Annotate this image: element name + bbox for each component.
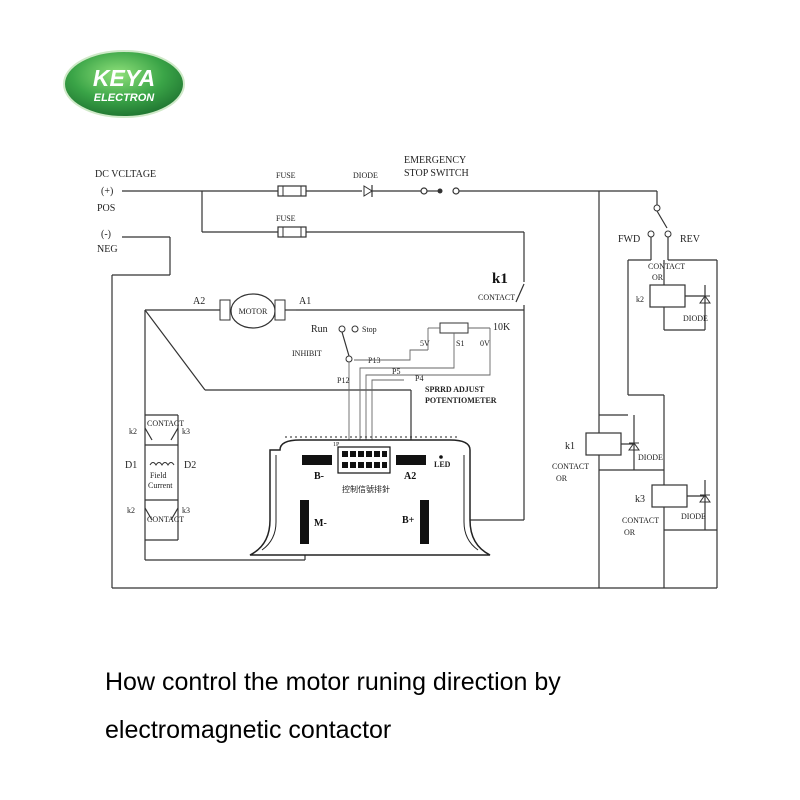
potentiometer-label: POTENTIOMETER [425,396,497,405]
diode-label: DIODE [353,171,378,180]
connector-label: 控制信號排針 [342,484,390,494]
minus-label: (-) [101,229,111,240]
s1-label: S1 [456,339,464,348]
terminal-mminus [300,500,309,544]
p4-label: P4 [415,374,423,383]
k3-contact-label: CONTACT [622,516,659,525]
fuse1-label: FUSE [276,171,296,180]
a1-label: A1 [299,296,311,307]
p12-label: P12 [337,376,349,385]
5v-label: 5V [420,339,430,348]
run-label: Run [311,324,328,335]
rev-contact [664,230,672,238]
k2-coil [649,284,686,308]
estop-contact-right [452,187,460,195]
k1-contact-label: k1 [492,271,508,287]
p13-label: P13 [368,356,380,365]
run-stop-potentiometer: Run Stop INHIBIT P13 P12 P5 P4 10K 5V S1… [292,322,511,450]
k2-diode-label: DIODE [683,314,708,323]
controller-body [249,439,491,556]
k3-right-label: k3 [635,494,645,505]
left-contact-bottom-label: CONTACT [147,515,184,524]
pos-label: POS [97,203,115,214]
k1-coil [585,432,622,456]
logo-keya-text: KEYA [93,65,155,91]
fwd-label: FWD [618,234,640,245]
k3-coil [651,484,688,508]
terminal-bplus [420,500,429,544]
field-winding-symbol [149,462,175,466]
inhibit-label: INHIBIT [292,349,322,358]
d2-label: D2 [184,460,196,471]
dc-voltage-label: DC VCLTAGE [95,169,156,180]
stop-switch-label: STOP SWITCH [404,168,469,179]
caption-line-1: How control the motor runing direction b… [105,668,561,696]
terminal-bplus-label: B+ [402,515,415,526]
fuse2-label: FUSE [276,214,296,223]
terminal-mminus-label: M- [314,518,327,529]
k1-or-label: OR [556,474,568,483]
field-contactor: k2 CONTACT k3 D1 D2 Field Current k2 CON… [125,414,196,541]
potentiometer-symbol [439,322,469,334]
k2-contact-label: CONTACT [648,262,685,271]
caption-line-2: electromagnetic contactor [105,716,392,744]
neg-label: NEG [97,244,118,255]
k1-right-label: k1 [565,441,575,452]
plus-label: (+) [101,186,113,197]
k1-contact-text: CONTACT [478,293,515,302]
field-label: Field [150,471,166,480]
terminal-bminus [302,455,332,465]
led-label: LED [434,460,451,469]
10k-label: 10K [493,322,511,333]
current-label: Current [148,481,173,490]
left-contact-top-label: CONTACT [147,419,184,428]
p5-label: P5 [392,367,400,376]
fwd-contact [647,230,655,238]
fuse1-symbol [277,185,307,197]
d1-label: D1 [125,460,137,471]
left-k2-top-label: k2 [129,427,137,436]
a2-label: A2 [193,296,205,307]
terminal-bminus-label: B- [314,471,324,482]
terminal-a2 [396,455,426,465]
logo-electron-text: ELECTRON [94,92,156,104]
estop-contact-left [420,187,428,195]
fuse2-symbol [277,226,307,238]
left-k3-bottom-label: k3 [182,506,190,515]
0v-label: 0V [480,339,490,348]
k3-diode-label: DIODE [681,512,706,521]
terminal-a2-label: A2 [404,471,416,482]
left-k3-top-label: k3 [182,427,190,436]
k2-right-label: k2 [636,295,644,304]
k2-or-label: OR [652,273,664,282]
logo-ellipse [63,50,185,118]
motor-section: A2 A1 MOTOR [144,293,524,561]
diode-symbol [363,185,373,197]
stop-label: Stop [362,325,377,334]
signal-connector [337,446,391,474]
k1-diode-label: DIODE [638,453,663,462]
k3-or-label: OR [624,528,636,537]
connector-pin-label: 1P [333,442,340,448]
motor-label: MOTOR [239,307,268,316]
left-k2-bottom-label: k2 [127,506,135,515]
motor-controller: B- A2 LED 1P 控制信號排針 M- B+ [249,436,491,556]
direction-control: FWD REV CONTACT OR k2 DIODE k1 DIODE [552,204,718,588]
emergency-label: EMERGENCY [404,155,466,166]
speed-adjust-label: SPRRD ADJUST [425,385,485,394]
keya-logo: KEYA ELECTRON [63,50,185,118]
rev-label: REV [680,234,701,245]
k1-contact-label-right: CONTACT [552,462,589,471]
